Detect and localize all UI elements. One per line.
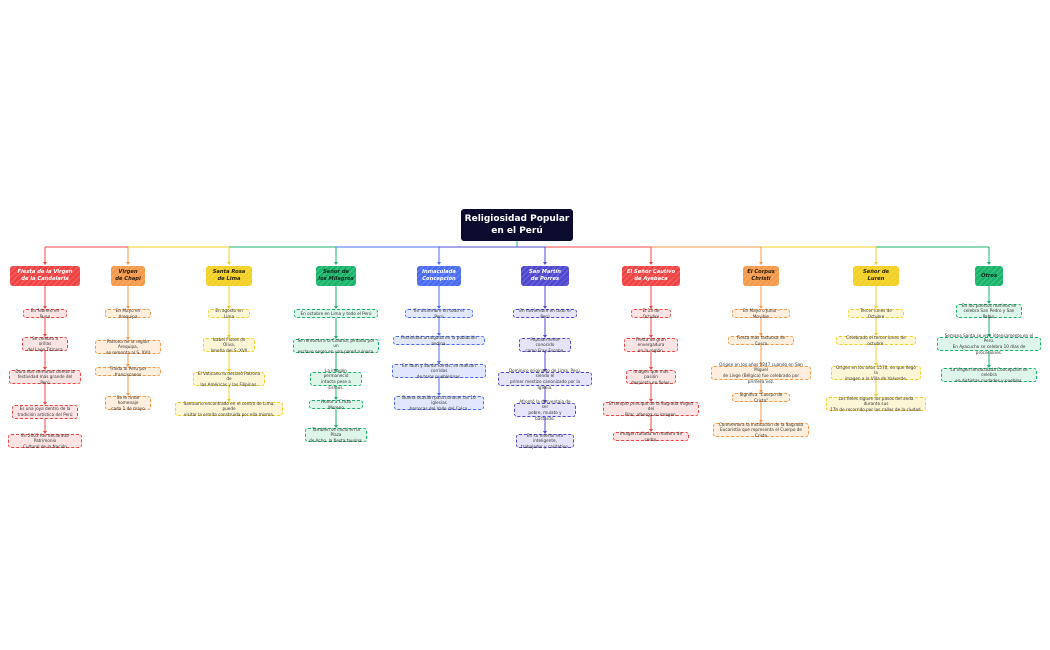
subtopic-3-2[interactable]: La imagen permaneció intacta pese a sism… [310,368,362,390]
topic-6[interactable]: El Señor Cautivo de Ayabaca [622,266,680,286]
subtopic-9-2[interactable]: La Virgen Inmaculada Concepción se celeb… [941,367,1037,383]
subtopic-2-3[interactable]: Santuario encontrado en el centro de Lim… [175,401,283,417]
subtopic-0-0[interactable]: En febrero en Puno [23,308,67,319]
topic-5[interactable]: San Martín de Porres [521,266,569,286]
subtopic-8-3[interactable]: Los fieles siguen los pasos del anda dur… [826,396,926,412]
subtopic-9-1[interactable]: Semana Santa se vive intensamente en el … [937,333,1041,355]
subtopic-1-1[interactable]: Patrona de la región Arequipa, se remont… [95,339,161,355]
subtopic-7-2[interactable]: Origen en los años 1247 cuando en San Mi… [711,362,811,384]
topic-2[interactable]: Santa Rosa de Lima [206,266,252,286]
subtopic-4-3[interactable]: Buena ocasión para conocer las 16 iglesi… [394,395,484,411]
subtopic-8-0[interactable]: Tercer lunes de Octubre [848,308,904,319]
topic-1[interactable]: Virgen de Chapi [111,266,145,286]
topic-4[interactable]: Inmaculada Concepción [417,266,461,286]
subtopic-4-0[interactable]: En diciembre en todo el Perú [405,308,473,319]
subtopic-6-3[interactable]: El templo principal de la Sagrada Virgen… [603,401,699,417]
subtopic-7-1[interactable]: Fiesta más fastuosa de Cusco [728,335,794,346]
subtopic-0-3[interactable]: Es una joya dentro de la tradición artís… [12,405,78,419]
subtopic-6-1[interactable]: Fiesta de gran envergadura en la región. [624,337,678,353]
subtopic-1-2[interactable]: Traída al Perú por franciscanos [95,366,161,377]
subtopic-7-4[interactable]: Conmemora la institución de la Sagrada E… [713,422,809,438]
subtopic-7-3[interactable]: Significa "Cuerpo de Cristo" [732,392,790,403]
subtopic-5-4[interactable]: En su interior era inteligente, trabajad… [516,433,574,449]
subtopic-2-1[interactable]: Isabel Flores de Oliva, limeña del S. XV… [203,337,255,353]
subtopic-5-3[interactable]: Afrontó la desventaja de ser pobre, mula… [514,399,576,421]
subtopic-3-4[interactable]: También se inició en la Plaza de Acho, l… [305,427,367,443]
topic-3[interactable]: Señor de los Milagros [316,266,356,286]
root-topic[interactable]: Religiosidad Popular en el Perú [461,209,573,241]
subtopic-0-2[interactable]: Dura dos semanas siendo la festividad má… [9,369,81,385]
subtopic-3-0[interactable]: En octubre en Lima y todo el Perú [294,309,378,318]
topic-9[interactable]: Otros [975,266,1003,286]
topic-8[interactable]: Señor de Luren [853,266,899,286]
subtopic-6-4[interactable]: Imagen tallada en madera de cedro. [613,431,689,442]
subtopic-1-3[interactable]: Se le rinde homenaje cada 1 de mayo [105,395,151,411]
subtopic-6-2[interactable]: Imagen que más pasión despierta en fiele… [626,369,676,385]
subtopic-2-2[interactable]: El Vaticano la declaró Patrona de las Am… [193,371,265,387]
topic-7[interactable]: El Corpus Christi [743,266,779,286]
subtopic-8-2[interactable]: Origen en los años 1570, en que llegó la… [831,365,921,381]
subtopic-2-0[interactable]: En agosto en Lima [208,308,250,319]
subtopic-3-3[interactable]: Honor a Cristo Moreno [309,399,363,410]
subtopic-5-2[interactable]: Dominico originario de Lima, Perú, siend… [498,368,592,390]
subtopic-8-1[interactable]: Celebrado el tercer lunes de octubre. [836,335,916,346]
subtopic-5-1[interactable]: Popularmente conocido como Fray Escoba. [519,337,571,353]
topic-0[interactable]: Fiesta de la Virgen de la Candelaria [10,266,80,286]
subtopic-7-0[interactable]: En Mayo o Junio - Movible [732,308,790,319]
subtopic-9-0[interactable]: En los puertos marinos se celebra San Pe… [956,303,1022,319]
subtopic-4-2[interactable]: En Yauri y Santo Tomás, se realizan corr… [392,363,486,379]
subtopic-4-1[interactable]: Festividad arraigada en la población and… [393,335,485,346]
subtopic-1-0[interactable]: En Mayo en Arequipa [105,308,151,319]
subtopic-5-0[interactable]: En noviembre en todo el Perú [513,308,577,319]
subtopic-0-4[interactable]: En 2003 fue declarada Patrimonio Cultura… [8,433,82,449]
subtopic-0-1[interactable]: Se celebra a orillas del Lago Titicaca [22,336,68,352]
subtopic-3-1[interactable]: Se remonta a la Colonia, pintado por un … [293,338,379,354]
subtopic-6-0[interactable]: El 13 de Octubre [631,308,671,319]
